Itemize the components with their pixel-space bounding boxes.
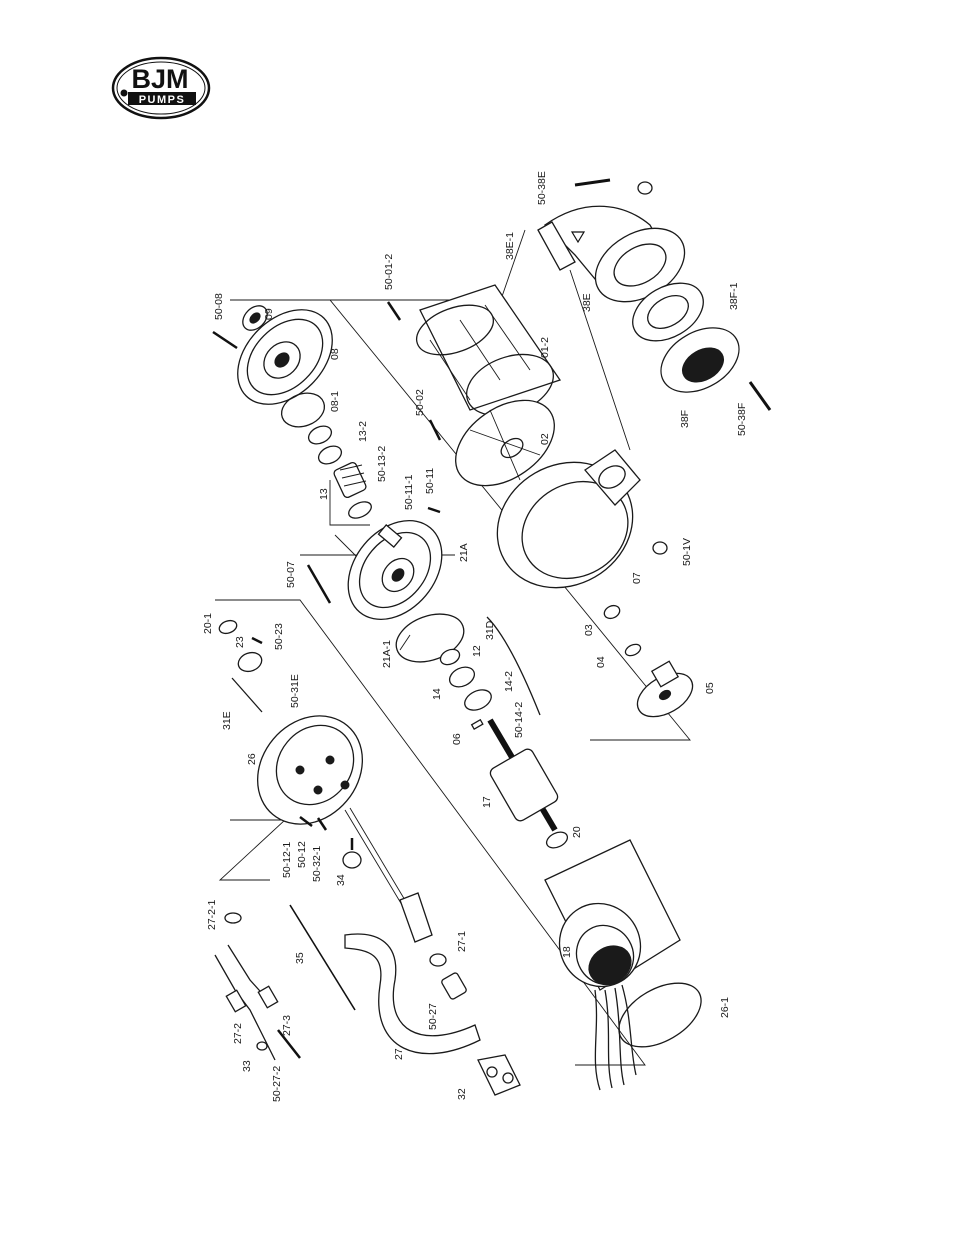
part-50-08-bolt bbox=[213, 332, 237, 348]
label-18: 18 bbox=[561, 946, 573, 958]
part-23-cable-gland bbox=[236, 649, 265, 674]
part-05-impeller bbox=[630, 661, 700, 725]
label-01-2: 01-2 bbox=[539, 337, 551, 358]
part-18-stator bbox=[544, 840, 680, 1090]
label-31D: 31D bbox=[484, 620, 496, 640]
label-50-08: 50-08 bbox=[213, 293, 225, 320]
logo-sub: PUMPS bbox=[139, 94, 186, 106]
part-04-washer bbox=[624, 642, 643, 658]
label-50-31E: 50-31E bbox=[289, 674, 301, 708]
label-12: 12 bbox=[471, 645, 483, 657]
label-09: 09 bbox=[263, 308, 275, 320]
bjm-pumps-logo: BJM PUMPS bbox=[113, 58, 209, 118]
part-50-02-bolt bbox=[430, 420, 440, 440]
label-50-01-2: 50-01-2 bbox=[383, 254, 395, 290]
label-34: 34 bbox=[335, 874, 347, 886]
part-27-2-cable bbox=[215, 913, 300, 1060]
label-50-27: 50-27 bbox=[427, 1003, 439, 1030]
logo-brand: BJM bbox=[131, 64, 188, 94]
part-26-1-oring bbox=[608, 970, 712, 1060]
label-50-11: 50-11 bbox=[424, 468, 436, 494]
label-50-32-1: 50-32-1 bbox=[311, 846, 323, 882]
label-35: 35 bbox=[294, 952, 306, 964]
part-21A-bearing-housing bbox=[329, 502, 461, 638]
label-32: 32 bbox=[456, 1088, 468, 1100]
label-20: 20 bbox=[571, 826, 583, 838]
label-07: 07 bbox=[631, 572, 643, 584]
label-31E: 31E bbox=[221, 711, 233, 730]
label-27-2: 27-2 bbox=[232, 1023, 244, 1044]
label-50-38E: 50-38E bbox=[536, 171, 548, 205]
label-50-12-1: 50-12-1 bbox=[281, 842, 293, 878]
label-02: 02 bbox=[539, 433, 551, 445]
label-50-12: 50-12 bbox=[296, 841, 308, 868]
label-50-14-2: 50-14-2 bbox=[513, 702, 525, 738]
part-50-38E-nut bbox=[638, 182, 652, 194]
label-38E-1: 38E-1 bbox=[504, 232, 516, 260]
part-32-clamp bbox=[478, 1055, 520, 1095]
label-08: 08 bbox=[329, 348, 341, 360]
label-50-23: 50-23 bbox=[273, 623, 285, 650]
part-50-23-bolt bbox=[252, 638, 262, 643]
label-17: 17 bbox=[481, 796, 493, 808]
part-14-2-retainer bbox=[462, 686, 495, 714]
part-12-bearing bbox=[438, 646, 462, 667]
label-08-1: 08-1 bbox=[329, 391, 341, 412]
label-50-02: 50-02 bbox=[414, 389, 426, 416]
part-50-01-2-bolt bbox=[388, 302, 400, 320]
label-05: 05 bbox=[704, 682, 716, 694]
label-50-27-2: 50-27-2 bbox=[271, 1066, 283, 1102]
label-04: 04 bbox=[595, 656, 607, 668]
part-50-07-bolt bbox=[308, 565, 330, 603]
label-14: 14 bbox=[431, 688, 443, 700]
label-38F-1: 38F-1 bbox=[728, 282, 740, 310]
part-14-bearing bbox=[446, 663, 477, 690]
part-34-eyebolt bbox=[343, 838, 361, 868]
label-50-11-1: 50-11-1 bbox=[403, 474, 415, 510]
label-26: 26 bbox=[246, 753, 258, 765]
part-50-1V-valve bbox=[653, 542, 667, 554]
label-21A-1: 21A-1 bbox=[381, 640, 393, 668]
part-50-11-bolt bbox=[428, 508, 440, 512]
label-50-13-2: 50-13-2 bbox=[376, 446, 388, 482]
part-50-38F-bolt bbox=[750, 382, 770, 410]
part-50-38E-bolt bbox=[575, 180, 610, 185]
label-50-07: 50-07 bbox=[285, 561, 297, 588]
label-27-1: 27-1 bbox=[456, 931, 468, 952]
part-20-1-oring bbox=[217, 618, 238, 635]
label-27-2-1: 27-2-1 bbox=[206, 899, 218, 930]
label-06: 06 bbox=[451, 733, 463, 745]
label-13-2: 13-2 bbox=[357, 421, 369, 442]
part-03-nut bbox=[602, 603, 622, 621]
part-31E-wire bbox=[232, 678, 262, 712]
label-27-3: 27-3 bbox=[281, 1015, 293, 1036]
label-13: 13 bbox=[318, 488, 330, 500]
label-50-1V: 50-1V bbox=[681, 538, 693, 566]
label-20-1: 20-1 bbox=[202, 613, 214, 634]
label-03: 03 bbox=[583, 624, 595, 636]
label-21A: 21A bbox=[458, 543, 470, 562]
label-33: 33 bbox=[241, 1060, 253, 1072]
part-26-motor-cover bbox=[236, 695, 384, 846]
label-26-1: 26-1 bbox=[719, 997, 731, 1018]
label-38E: 38E bbox=[581, 293, 593, 312]
label-14-2: 14-2 bbox=[503, 671, 515, 692]
label-27: 27 bbox=[393, 1048, 405, 1060]
part-06-key bbox=[472, 720, 483, 729]
part-cable-assembly bbox=[345, 808, 480, 1054]
label-50-38F: 50-38F bbox=[736, 403, 748, 436]
label-38F: 38F bbox=[679, 410, 691, 428]
label-23: 23 bbox=[234, 636, 246, 648]
part-20-bearing bbox=[544, 829, 570, 851]
